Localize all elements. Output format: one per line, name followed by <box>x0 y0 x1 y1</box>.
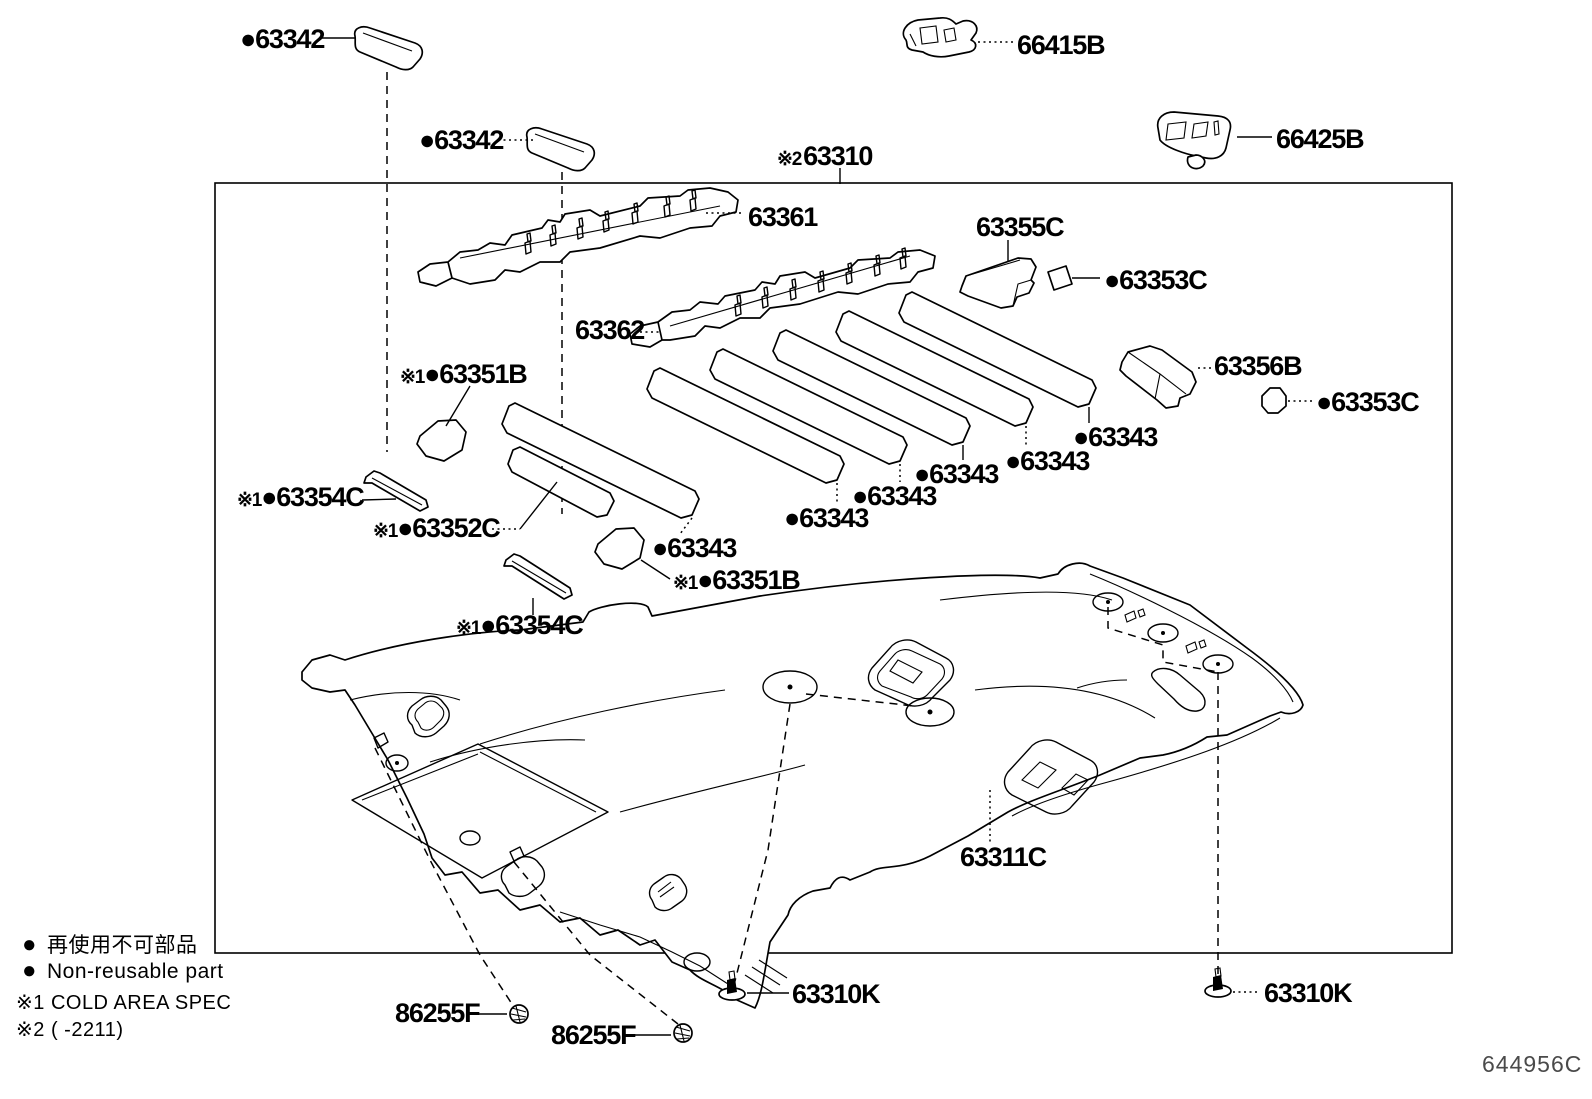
part-label-63343-6[interactable]: ●63343 <box>1073 422 1160 452</box>
part-shape-63355c[interactable] <box>959 257 1037 309</box>
part-label-63311c[interactable]: 63311C <box>960 842 1048 872</box>
part-shape-63362[interactable] <box>629 247 936 348</box>
part-label-63343-5[interactable]: ●63343 <box>1005 446 1092 476</box>
part-label-86255f-b[interactable]: 86255F <box>551 1020 637 1050</box>
part-shape-86255f-a-screw[interactable] <box>509 1004 529 1024</box>
part-shape-63342-b[interactable] <box>525 127 596 172</box>
part-shape-63353c-a[interactable] <box>1047 265 1073 291</box>
part-label-63343-2[interactable]: ●63343 <box>784 503 871 533</box>
part-label-63353c-a[interactable]: ●63353C <box>1104 265 1208 295</box>
part-shape-63354c-b[interactable] <box>503 553 573 600</box>
diagram-frame <box>214 182 1453 954</box>
part-label-63352c[interactable]: ※1●63352C <box>373 513 501 543</box>
cold-spec-marker: ※1 <box>373 521 399 542</box>
part-label-63343-3[interactable]: ●63343 <box>852 481 939 511</box>
part-shape-63354c-a[interactable] <box>363 470 429 512</box>
figure-code: 644956C <box>1482 1051 1582 1077</box>
part-label-63354c-b[interactable]: ※1●63354C <box>456 610 584 640</box>
nonreusable-bullet-icon: ● <box>22 931 37 958</box>
cold-spec-marker: ※1 <box>673 573 699 594</box>
legend-nonreusable-en: ●Non-reusable part <box>22 957 224 984</box>
leader-lines <box>322 37 1314 1036</box>
part-label-63342-b[interactable]: ●63342 <box>419 125 505 155</box>
part-shape-63310k-b-clip[interactable] <box>1204 967 1232 998</box>
part-label-63353c-b[interactable]: ●63353C <box>1316 387 1420 417</box>
part-shape-63361[interactable] <box>417 187 739 287</box>
part-label-63342-a[interactable]: ●63342 <box>240 24 326 54</box>
part-shape-63352c[interactable] <box>507 446 615 518</box>
part-label-63343-4[interactable]: ●63343 <box>914 459 1001 489</box>
part-label-63310k-a[interactable]: 63310K <box>792 979 882 1009</box>
part-labels: ●63342 ●63342 66415B 66425B ※263310 6336… <box>237 24 1420 1050</box>
note-production-range: ※2 ( -2211) <box>16 1019 123 1041</box>
part-label-63355c[interactable]: 63355C <box>976 212 1065 242</box>
part-label-86255f-a[interactable]: 86255F <box>395 998 481 1028</box>
part-label-66415b[interactable]: 66415B <box>1017 30 1106 60</box>
part-shape-63351b-a[interactable] <box>416 419 467 462</box>
part-label-63354c-a[interactable]: ※1●63354C <box>237 482 365 512</box>
part-label-63362[interactable]: 63362 <box>575 315 645 345</box>
part-label-63310k-b[interactable]: 63310K <box>1264 978 1354 1008</box>
part-shape-63351b-b[interactable] <box>594 527 645 570</box>
part-shape-63356b[interactable] <box>1119 345 1197 409</box>
part-label-63361[interactable]: 63361 <box>748 202 819 232</box>
part-shape-63342-a[interactable] <box>353 26 424 71</box>
part-label-63310[interactable]: ※263310 <box>777 141 874 171</box>
part-label-63351b-b[interactable]: ※1●63351B <box>673 565 801 595</box>
part-shape-86255f-b-screw[interactable] <box>673 1023 693 1043</box>
part-label-63343-1[interactable]: ●63343 <box>652 533 739 563</box>
nonreusable-bullet-icon: ● <box>22 957 37 984</box>
legend: ●再使用不可部品 ●Non-reusable part ※1 COLD AREA… <box>16 931 231 1041</box>
cold-spec-marker: ※1 <box>237 490 263 511</box>
part-label-66425b[interactable]: 66425B <box>1276 124 1365 154</box>
part-shape-66415b[interactable] <box>902 16 978 58</box>
note-cold-area-spec: ※1 COLD AREA SPEC <box>16 992 231 1014</box>
cold-spec-marker: ※2 <box>777 149 802 170</box>
part-shape-63353c-b[interactable] <box>1261 387 1287 414</box>
part-label-63351b-a[interactable]: ※1●63351B <box>400 359 528 389</box>
part-label-63356b[interactable]: 63356B <box>1214 351 1303 381</box>
legend-nonreusable-jp: ●再使用不可部品 <box>22 931 198 958</box>
cold-spec-marker: ※1 <box>400 367 426 388</box>
part-shape-66425b[interactable] <box>1156 111 1232 170</box>
part-shape-63311c-headliner[interactable] <box>301 562 1304 1009</box>
cold-spec-marker: ※1 <box>456 618 482 639</box>
